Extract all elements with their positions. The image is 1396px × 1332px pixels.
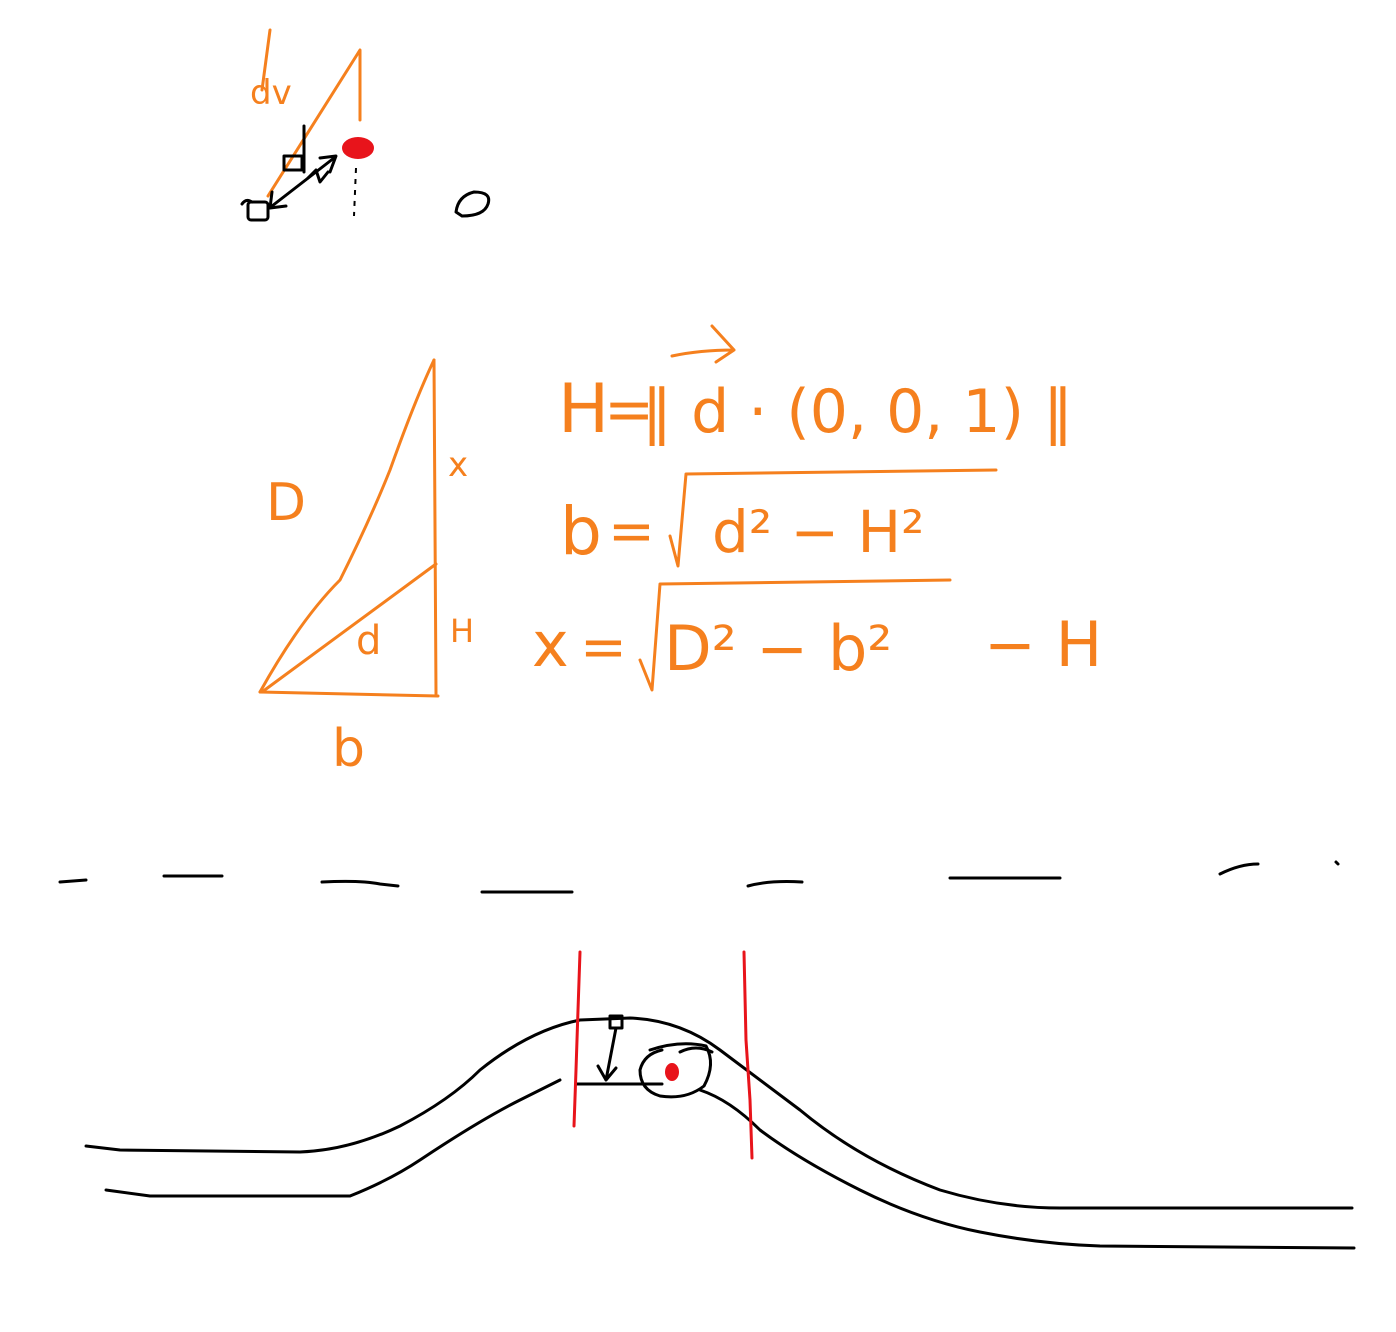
- arrow-head-lower: [268, 190, 288, 210]
- triangle-diagram: D x H d b: [258, 358, 474, 779]
- red-boundary-right: [742, 950, 754, 1160]
- sqrt-sign-x: [638, 578, 952, 692]
- formula3-tail: − H: [984, 608, 1102, 681]
- origin-box-marker: [246, 200, 270, 222]
- arrow-head-upper: [318, 154, 338, 174]
- red-point-marker: [342, 137, 374, 159]
- formula2-eq: =: [608, 499, 655, 564]
- zigzag-mark: [306, 168, 330, 184]
- label-H: H: [450, 612, 474, 650]
- label-b: b: [332, 719, 365, 779]
- dash-segment-1: [58, 878, 88, 884]
- dash-segment-7: [1218, 862, 1260, 876]
- red-boundary-left: [572, 950, 582, 1128]
- dash-segment-8: [1334, 860, 1340, 866]
- dotted-drop-line: [353, 167, 357, 217]
- top-sketch: dv: [240, 28, 491, 222]
- dv-label: dv: [250, 73, 292, 113]
- hill-lower-curve-right: [698, 1088, 1356, 1250]
- formula2-body: d² − H²: [712, 498, 924, 566]
- hill-lower-curve: [104, 1078, 562, 1198]
- label-d-inner: d: [356, 618, 381, 664]
- formula3-eq: =: [580, 615, 627, 680]
- sqrt-sign-b: [668, 468, 998, 568]
- hill-down-arrow: [596, 1026, 618, 1082]
- hill-circle-overlap: [678, 1046, 714, 1054]
- orange-ray-line: [266, 48, 362, 198]
- hill-circle-marker: [638, 1042, 712, 1099]
- small-square-marker: [282, 154, 304, 172]
- hill-upper-curve: [84, 1016, 1354, 1210]
- road-sketch: [58, 860, 1356, 1250]
- triangle-inner-d: [260, 562, 438, 694]
- dash-segment-3: [320, 879, 400, 888]
- triangle-hypotenuse-D: [258, 358, 436, 694]
- label-x: x: [448, 445, 468, 485]
- formula1-lhs: H: [558, 370, 609, 449]
- dash-segment-5: [746, 880, 804, 888]
- origin-box-tail: [240, 198, 254, 206]
- triangle-vertical-side: [432, 358, 438, 696]
- orange-tick-line: [260, 28, 272, 92]
- vector-arrow-over-d: [670, 324, 736, 364]
- double-arrow-line: [270, 156, 336, 208]
- hill-red-point: [665, 1063, 679, 1081]
- formula1-eq: =: [604, 375, 654, 445]
- label-D: D: [266, 473, 306, 533]
- triangle-base: [258, 690, 440, 698]
- formula2-lhs: b: [560, 493, 602, 570]
- rounded-object-marker: [454, 190, 491, 218]
- formulas: H = ‖ d · (0, 0, 1) ‖ b = d² − H² x = D²…: [532, 324, 1102, 692]
- formula3-body: D² − b²: [664, 612, 892, 685]
- formula3-lhs: x: [532, 608, 569, 681]
- formula1-body: ‖ d · (0, 0, 1) ‖: [642, 377, 1073, 447]
